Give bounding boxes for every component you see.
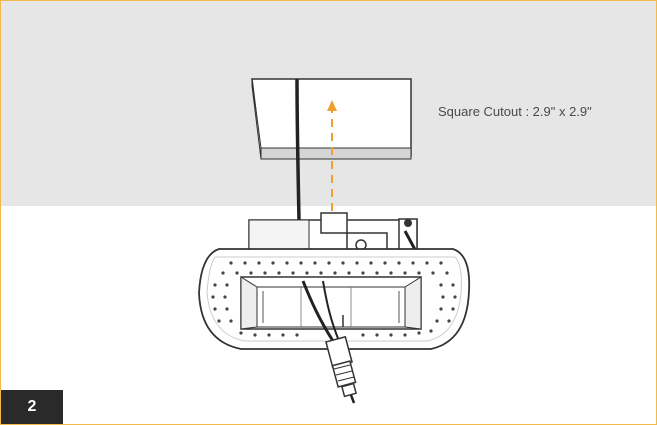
connector-plug [325,335,358,404]
step-number: 2 [27,398,37,415]
recessed-light-fixture-icon [198,212,471,404]
ceiling-cutout [251,78,412,160]
cutout-dimension-label: Square Cutout : 2.9" x 2.9" [438,104,592,119]
arrow-up-icon [327,100,337,211]
step-number-badge: 2 [1,390,63,424]
power-cable [295,78,301,221]
mounting-holes [211,261,457,337]
